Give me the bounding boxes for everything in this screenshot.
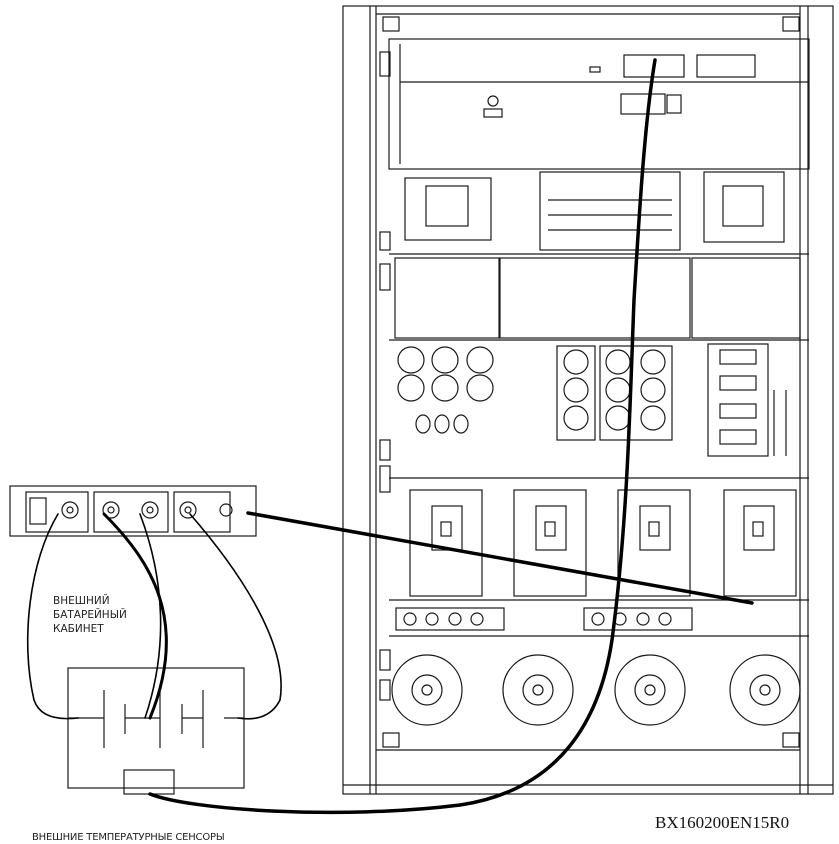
power-modules <box>389 171 809 341</box>
control-module <box>388 38 810 170</box>
battery-box <box>67 667 245 795</box>
external-battery-cabinet-label: ВНЕШНИЙ БАТАРЕЙНЫЙ КАБИНЕТ <box>53 594 173 636</box>
battery-wire-positive <box>26 513 79 720</box>
battery-terminal-block <box>9 485 257 537</box>
sensor-cable <box>148 58 657 815</box>
label-line-2: БАТАРЕЙНЫЙ <box>53 609 127 621</box>
battery-wire-negative <box>189 513 282 720</box>
capacitor-bank <box>397 343 787 457</box>
circuit-breakers <box>389 477 809 601</box>
battery-midpoint-wire-2 <box>139 513 162 719</box>
temperature-sensor <box>123 769 175 795</box>
ups-cabinet <box>342 5 834 795</box>
cooling-fans <box>391 654 801 726</box>
temperature-sensors-label: ВНЕШНИЕ ТЕМПЕРАТУРНЫЕ СЕНСОРЫ <box>32 832 225 843</box>
label-line-3: КАБИНЕТ <box>53 623 104 635</box>
drawing-code: BX160200EN15R0 <box>655 813 790 832</box>
terminal-strip <box>389 607 809 637</box>
battery-cable <box>246 511 754 605</box>
label-line-1: ВНЕШНИЙ <box>53 595 110 607</box>
